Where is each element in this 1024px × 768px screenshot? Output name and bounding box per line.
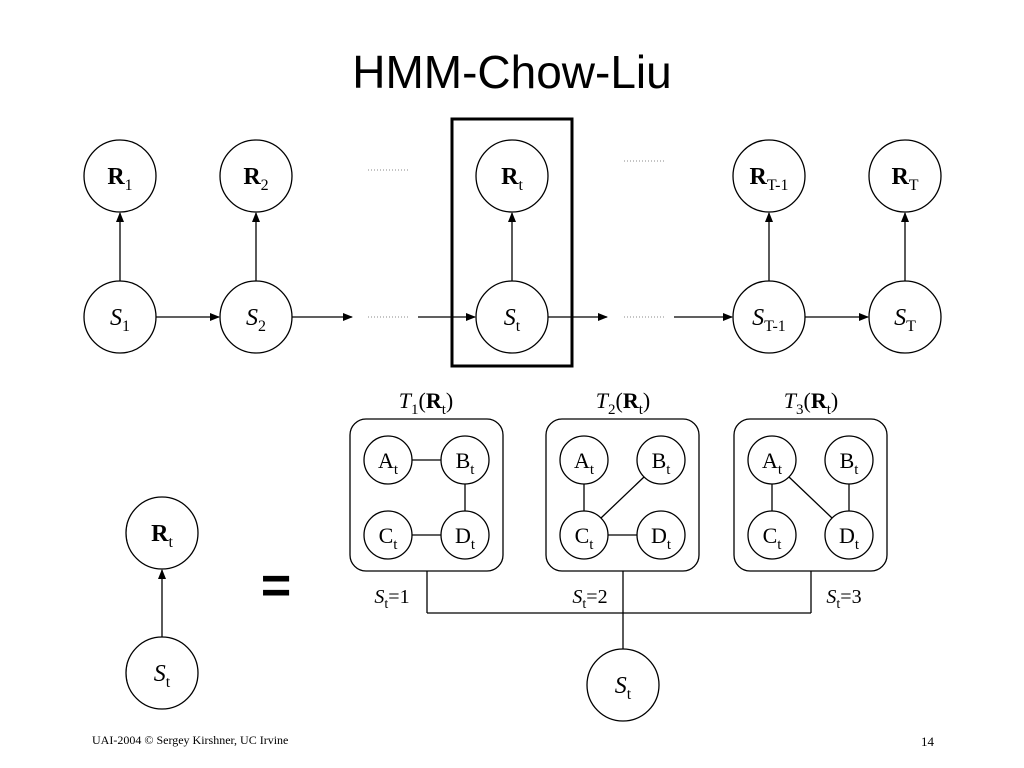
svg-text:Bt: Bt <box>652 448 672 478</box>
tree-3-condition: St=3 <box>826 586 861 612</box>
selector-state-node: St <box>586 648 660 722</box>
emission-node-2: R2 <box>219 139 293 213</box>
equals-sign: = <box>261 557 291 615</box>
selector-connectors <box>426 571 812 649</box>
tree-3-node-b: Bt <box>824 435 874 485</box>
state-node-t: St <box>475 280 549 354</box>
state-node-T: ST <box>868 280 942 354</box>
svg-text:At: At <box>762 448 783 478</box>
tree-1-node-d: Dt <box>440 510 490 560</box>
time-slice-box <box>450 117 574 368</box>
svg-text:Bt: Bt <box>456 448 476 478</box>
state-node-2: S2 <box>219 280 293 354</box>
svg-text:R1: R1 <box>107 164 132 194</box>
svg-text:ST: ST <box>894 305 916 335</box>
svg-text:Dt: Dt <box>839 523 860 553</box>
emission-node-T-1: RT-1 <box>732 139 806 213</box>
tree-3-node-a: At <box>747 435 797 485</box>
svg-text:Bt: Bt <box>840 448 860 478</box>
svg-text:Ct: Ct <box>379 523 399 553</box>
tree-2-node-b: Bt <box>636 435 686 485</box>
svg-text:S1: S1 <box>110 305 130 335</box>
svg-text:Rt: Rt <box>151 521 173 551</box>
tree-1-node-a: At <box>363 435 413 485</box>
svg-text:At: At <box>574 448 595 478</box>
svg-text:RT: RT <box>891 164 918 194</box>
detail-state-node: St <box>125 636 199 710</box>
tree-3-label: T3(Rt) <box>784 388 838 418</box>
emission-node-1: R1 <box>83 139 157 213</box>
tree-2-condition: St=2 <box>572 586 607 612</box>
svg-text:R2: R2 <box>243 164 268 194</box>
state-node-T-1: ST-1 <box>732 280 806 354</box>
tree-1-node-c: Ct <box>363 510 413 560</box>
footer-credit: UAI-2004 © Sergey Kirshner, UC Irvine <box>92 733 288 747</box>
slide-title: HMM-Chow-Liu <box>352 46 671 98</box>
svg-text:St: St <box>154 661 171 691</box>
tree-1-label: T1(Rt) <box>399 388 453 418</box>
svg-text:Ct: Ct <box>575 523 595 553</box>
detail-emission-node: Rt <box>125 496 199 570</box>
svg-text:S2: S2 <box>246 305 266 335</box>
emission-edges <box>116 212 909 281</box>
state-node-1: S1 <box>83 280 157 354</box>
tree-2-node-d: Dt <box>636 510 686 560</box>
tree-2-node-a: At <box>559 435 609 485</box>
svg-text:St: St <box>504 305 521 335</box>
page-number: 14 <box>921 734 935 749</box>
svg-text:At: At <box>378 448 399 478</box>
tree-2: T2(Rt) At Bt Ct Dt St=2 <box>545 388 700 612</box>
tree-3-node-d: Dt <box>824 510 874 560</box>
ellipsis-dots <box>368 160 666 318</box>
tree-1-condition: St=1 <box>374 586 409 612</box>
tree-1: T1(Rt) At Bt Ct Dt St=1 <box>349 388 504 612</box>
tree-3-node-c: Ct <box>747 510 797 560</box>
tree-2-label: T2(Rt) <box>596 388 650 418</box>
svg-text:Dt: Dt <box>651 523 672 553</box>
svg-text:RT-1: RT-1 <box>750 164 789 194</box>
svg-text:Ct: Ct <box>763 523 783 553</box>
tree-1-node-b: Bt <box>440 435 490 485</box>
svg-text:Dt: Dt <box>455 523 476 553</box>
svg-text:St: St <box>615 673 632 703</box>
svg-text:ST-1: ST-1 <box>752 305 786 335</box>
tree-3: T3(Rt) At Bt Ct Dt St=3 <box>733 388 888 612</box>
emission-node-t: Rt <box>475 139 549 213</box>
emission-node-T: RT <box>868 139 942 213</box>
svg-text:Rt: Rt <box>501 164 523 194</box>
tree-2-node-c: Ct <box>559 510 609 560</box>
